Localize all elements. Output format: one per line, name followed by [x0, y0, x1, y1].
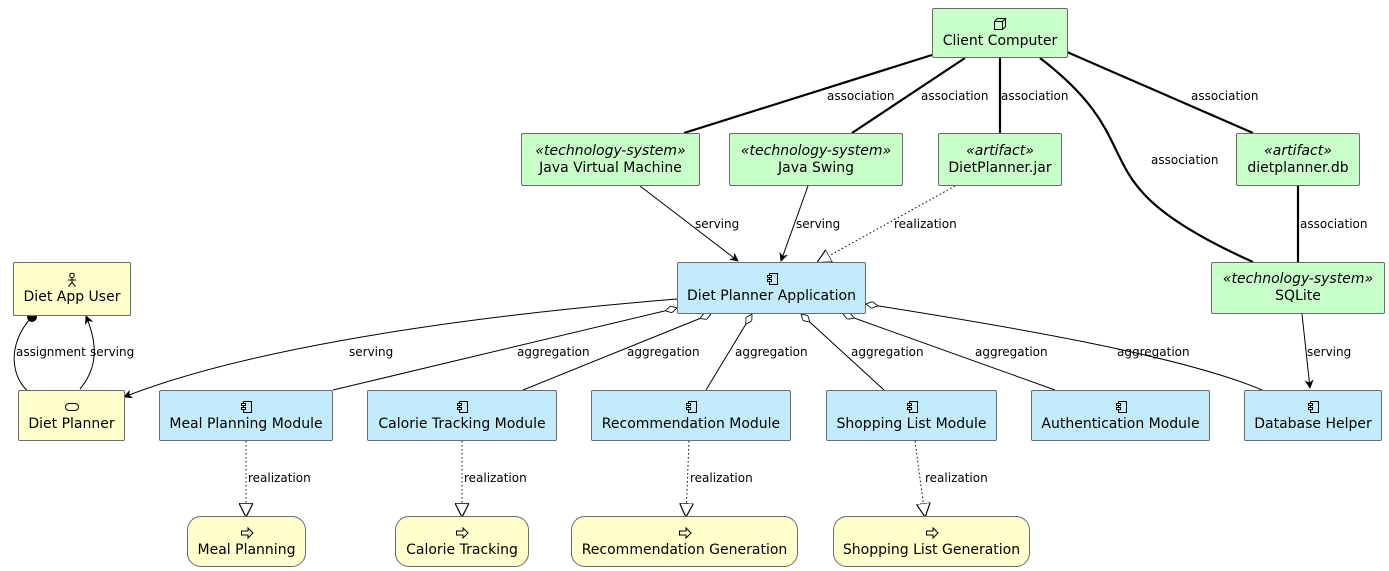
node-stereotype: «technology-system»	[535, 142, 686, 159]
node-label: Diet Planner	[28, 415, 115, 432]
node-label: Database Helper	[1254, 415, 1372, 432]
edge-label: realization	[248, 471, 311, 485]
node-stereotype: «technology-system»	[1222, 271, 1374, 287]
component-icon	[239, 399, 253, 415]
edge-label: association	[1001, 89, 1069, 103]
process-icon	[924, 525, 940, 541]
edge-label: aggregation	[1117, 345, 1190, 359]
process-icon	[454, 525, 470, 541]
edge-label: serving	[349, 345, 394, 359]
edge-serving-app	[123, 298, 678, 399]
edge-aggregation-recommendation	[705, 314, 752, 391]
calorie-tracking-module-component[interactable]: Calorie Tracking Module	[367, 390, 557, 441]
java-swing-node[interactable]: «technology-system» Java Swing	[729, 133, 903, 186]
edge-aggregation-calorie	[522, 314, 711, 391]
edge-label: realization	[925, 471, 988, 485]
client-computer-node[interactable]: Client Computer	[932, 8, 1068, 58]
edge-aggregation-dbhelper	[866, 304, 1263, 391]
component-icon	[684, 399, 698, 415]
diet-planner-application-component[interactable]: Diet Planner Application	[677, 262, 866, 314]
process-icon	[677, 525, 693, 541]
edge-aggregation-meal	[332, 308, 677, 391]
recommendation-generation-process[interactable]: Recommendation Generation	[571, 516, 798, 567]
edge-association-jvm	[683, 53, 933, 135]
node-label: Shopping List Module	[836, 415, 987, 432]
jvm-node[interactable]: «technology-system» Java Virtual Machine	[521, 133, 700, 186]
meal-planning-module-component[interactable]: Meal Planning Module	[159, 390, 333, 441]
edge-serving-user	[79, 315, 95, 390]
edge-label: realization	[690, 471, 753, 485]
calorie-tracking-process[interactable]: Calorie Tracking	[395, 516, 529, 567]
node-label: Java Swing	[777, 159, 854, 176]
edge-aggregation-auth	[843, 314, 1056, 391]
node-label: DietPlanner.jar	[948, 159, 1052, 176]
diet-app-user-actor[interactable]: Diet App User	[13, 262, 131, 316]
edge-serving-sqlite	[1301, 313, 1314, 389]
node-label: SQLite	[1275, 288, 1321, 304]
node-label: dietplanner.db	[1247, 159, 1349, 176]
process-icon	[239, 525, 255, 541]
edge-label: association	[1151, 153, 1219, 167]
meal-planning-process[interactable]: Meal Planning	[187, 516, 306, 567]
node-label: Diet App User	[23, 289, 121, 305]
edge-label: aggregation	[735, 345, 808, 359]
shopping-list-module-component[interactable]: Shopping List Module	[826, 390, 997, 441]
node-label: Meal Planning Module	[169, 415, 323, 432]
node-label: Recommendation Module	[601, 415, 781, 432]
node-icon	[992, 16, 1008, 32]
edge-label: serving	[90, 345, 135, 359]
edge-label: aggregation	[517, 345, 590, 359]
edge-realization-recommendation	[686, 440, 689, 516]
edge-label: aggregation	[627, 345, 700, 359]
dietplanner-jar-artifact[interactable]: «artifact» DietPlanner.jar	[938, 133, 1062, 186]
node-label: Meal Planning	[197, 541, 296, 558]
edge-label: association	[1300, 217, 1368, 231]
component-icon	[1306, 399, 1320, 415]
edge-realization-shopping	[914, 440, 925, 516]
database-helper-component[interactable]: Database Helper	[1244, 390, 1382, 441]
actor-icon	[65, 272, 79, 288]
edge-serving-swing	[779, 185, 809, 262]
node-stereotype: «artifact»	[966, 142, 1034, 159]
edge-label: assignment	[16, 345, 86, 359]
edge-label: serving	[695, 217, 740, 231]
sqlite-node[interactable]: «technology-system» SQLite	[1211, 262, 1385, 314]
edge-label: association	[921, 89, 989, 103]
edge-association-swing	[851, 57, 966, 134]
dietplanner-db-artifact[interactable]: «artifact» dietplanner.db	[1236, 133, 1360, 186]
node-stereotype: «technology-system»	[740, 142, 892, 159]
edge-label: realization	[464, 471, 527, 485]
node-label: Recommendation Generation	[581, 541, 788, 558]
node-label: Authentication Module	[1041, 415, 1200, 432]
edge-label: aggregation	[975, 345, 1048, 359]
node-label: Calorie Tracking Module	[378, 415, 546, 432]
edge-association-sqlite	[1039, 57, 1254, 264]
component-icon	[905, 399, 919, 415]
edge-label: association	[1191, 89, 1259, 103]
service-icon	[63, 399, 81, 415]
edge-label: serving	[796, 217, 841, 231]
node-label: Diet Planner Application	[687, 288, 856, 304]
component-icon	[455, 399, 469, 415]
diet-planner-service[interactable]: Diet Planner	[18, 390, 125, 441]
node-label: Java Virtual Machine	[539, 159, 682, 176]
recommendation-module-component[interactable]: Recommendation Module	[591, 390, 791, 441]
node-label: Calorie Tracking	[406, 541, 518, 558]
edge-label: serving	[1307, 345, 1352, 359]
edge-label: realization	[894, 217, 957, 231]
edge-aggregation-shopping	[801, 314, 885, 391]
authentication-module-component[interactable]: Authentication Module	[1031, 390, 1210, 441]
edge-association-db	[1066, 50, 1254, 135]
node-label: Shopping List Generation	[842, 541, 1021, 558]
node-stereotype: «artifact»	[1264, 142, 1332, 159]
edge-label: association	[827, 89, 895, 103]
edge-label: aggregation	[851, 345, 924, 359]
node-label: Client Computer	[942, 33, 1058, 49]
shopping-list-generation-process[interactable]: Shopping List Generation	[833, 516, 1030, 567]
component-icon	[1114, 399, 1128, 415]
component-icon	[765, 271, 779, 287]
edge-serving-jvm	[639, 185, 739, 262]
